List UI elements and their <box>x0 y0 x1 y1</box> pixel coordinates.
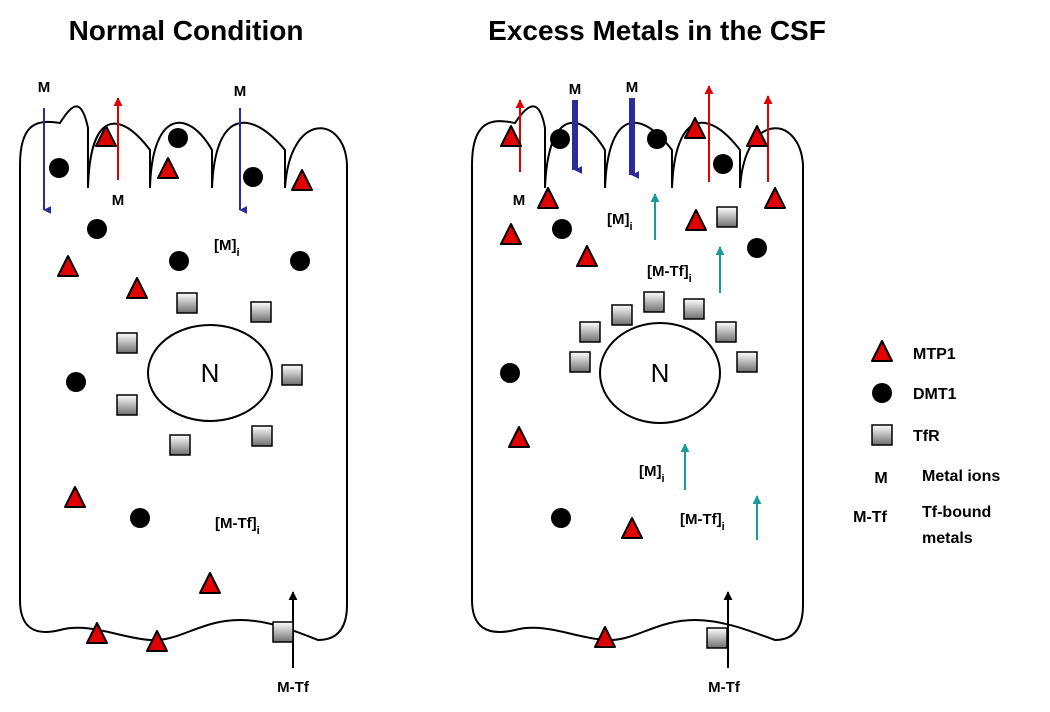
tfr-icon <box>569 351 591 373</box>
legend-mtf-symbol: M-Tf <box>853 509 887 526</box>
excess-bottom-mtf-label: M-Tf <box>708 679 741 696</box>
mtp1-icon <box>764 187 786 209</box>
tfr-icon <box>706 627 728 649</box>
mtp1-icon <box>537 187 559 209</box>
mtp1-icon <box>746 125 768 147</box>
dmt1-icon <box>130 508 150 528</box>
dmt1-icon <box>49 158 69 178</box>
dmt1-icon <box>87 219 107 239</box>
dmt1-icon <box>290 251 310 271</box>
excess-metal-label-3: M <box>513 192 526 209</box>
tfr-icon <box>579 321 601 343</box>
mtp1-icon <box>199 572 221 594</box>
tfr-icon <box>643 291 665 313</box>
legend-m-description: Metal ions <box>922 468 1000 485</box>
excess-nucleus <box>599 322 721 424</box>
tfr-icon <box>611 304 633 326</box>
mtp1-icon <box>126 277 148 299</box>
tfr-icon <box>169 434 191 456</box>
excess-intracellular-metal-label-1: [M]i <box>607 211 633 233</box>
legend-m-symbol: M <box>874 470 887 487</box>
tfr-icon <box>251 425 273 447</box>
tfr-icon <box>736 351 758 373</box>
legend-dmt1-icon <box>872 383 892 403</box>
dmt1-icon <box>747 238 767 258</box>
tfr-icon <box>116 332 138 354</box>
legend: MTP1 DMT1 TfR M Metal ions M-Tf Tf-bound… <box>853 340 1000 547</box>
legend-mtp1-icon <box>871 340 893 362</box>
mtp1-icon <box>64 486 86 508</box>
mtp1-icon <box>157 157 179 179</box>
excess-metal-label-2: M <box>626 79 639 96</box>
legend-mtf-description-line1: Tf-bound <box>922 504 991 521</box>
excess-metal-label-1: M <box>569 81 582 98</box>
mtp1-icon <box>621 517 643 539</box>
dmt1-icon <box>713 154 733 174</box>
mtp1-icon <box>576 245 598 267</box>
legend-tfr-icon <box>871 424 893 446</box>
tfr-icon <box>116 394 138 416</box>
normal-panel-title: Normal Condition <box>69 15 304 46</box>
excess-intracellular-mtf-label-2: [M-Tf]i <box>680 511 725 533</box>
excess-intracellular-mtf-label-1: [M-Tf]i <box>647 263 692 285</box>
normal-cell-membrane <box>19 105 348 642</box>
legend-mtf-description-line2: metals <box>922 530 973 547</box>
normal-nucleus <box>147 324 273 422</box>
normal-nucleus-label: N <box>201 358 220 388</box>
mtp1-icon <box>146 630 168 652</box>
legend-dmt1-label: DMT1 <box>913 386 957 403</box>
excess-intracellular-metal-label-2: [M]i <box>639 463 665 485</box>
dmt1-icon <box>169 251 189 271</box>
legend-mtp1-label: MTP1 <box>913 346 956 363</box>
tfr-icon <box>281 364 303 386</box>
dmt1-icon <box>550 129 570 149</box>
normal-metal-label-3: M <box>112 192 125 209</box>
tfr-icon <box>250 301 272 323</box>
mtp1-icon <box>95 125 117 147</box>
mtp1-icon <box>291 169 313 191</box>
tfr-icon <box>176 292 198 314</box>
dmt1-icon <box>500 363 520 383</box>
dmt1-icon <box>647 129 667 149</box>
mtp1-icon <box>594 626 616 648</box>
mtp1-icon <box>685 209 707 231</box>
excess-cell-membrane <box>471 105 804 642</box>
dmt1-icon <box>168 128 188 148</box>
normal-bottom-mtf-label: M-Tf <box>277 679 310 696</box>
normal-condition-panel: Normal Condition N M M M [M]i [M-Tf]i M-… <box>19 15 348 696</box>
excess-metals-panel: Excess Metals in the CSF N M M M [M]i [M… <box>471 15 826 696</box>
legend-tfr-label: TfR <box>913 428 940 445</box>
mtp1-icon <box>57 255 79 277</box>
excess-nucleus-label: N <box>651 358 670 388</box>
mtp1-icon <box>508 426 530 448</box>
mtp1-icon <box>684 117 706 139</box>
dmt1-icon <box>551 508 571 528</box>
tfr-icon <box>716 206 738 228</box>
mtp1-icon <box>500 125 522 147</box>
mtp1-icon <box>500 223 522 245</box>
tfr-icon <box>715 321 737 343</box>
normal-intracellular-metal-label: [M]i <box>214 237 240 259</box>
dmt1-icon <box>243 167 263 187</box>
normal-intracellular-mtf-label: [M-Tf]i <box>215 515 260 537</box>
normal-metal-label-2: M <box>234 83 247 100</box>
dmt1-icon <box>552 219 572 239</box>
normal-metal-label-1: M <box>38 79 51 96</box>
tfr-icon <box>272 621 294 643</box>
excess-panel-title: Excess Metals in the CSF <box>488 15 826 46</box>
mtp1-icon <box>86 622 108 644</box>
tfr-icon <box>683 298 705 320</box>
dmt1-icon <box>66 372 86 392</box>
